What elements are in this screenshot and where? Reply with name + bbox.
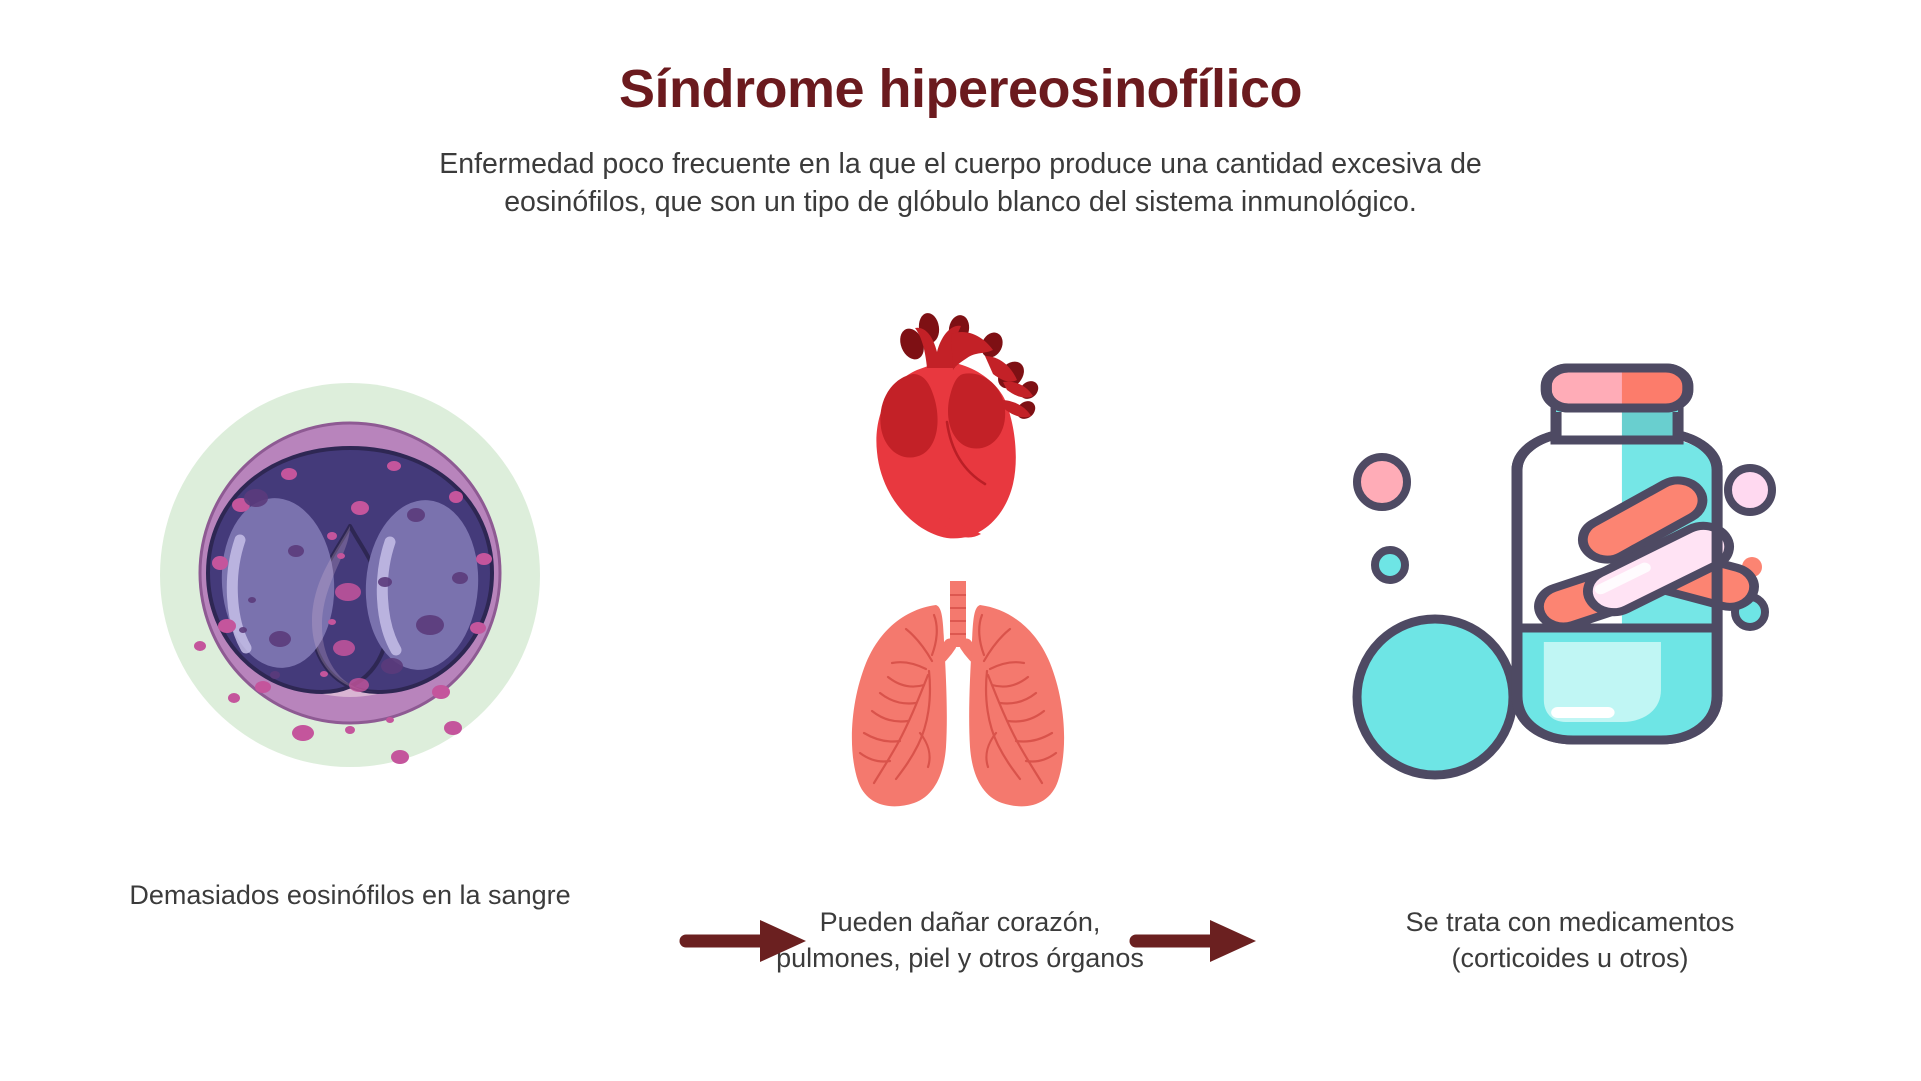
steps-row: Demasiados eosinófilos en la sangre: [0, 313, 1921, 990]
heart-icon: [876, 313, 1039, 539]
step-treatment-caption: Se trata con medicamentos (corticoides u…: [1280, 905, 1860, 977]
bubble-cyan-large: [1352, 614, 1518, 780]
bubble-cyan-left: [1371, 546, 1409, 584]
step-eosinophil-caption: Demasiados eosinófilos en la sangre: [60, 878, 640, 914]
medicine-jar-icon: [1352, 363, 1776, 780]
jar-shine-bottom: [1551, 707, 1615, 718]
jar-lid-tint: [1621, 368, 1688, 408]
header: Síndrome hipereosinofílico Enfermedad po…: [0, 58, 1921, 222]
bubble-pink-right: [1724, 464, 1776, 516]
pill-group: [1534, 476, 1759, 631]
step-eosinophil-caption-line-1: Demasiados eosinófilos en la sangre: [129, 880, 571, 910]
arrow-right-icon-2: [1129, 917, 1260, 965]
step-treatment-caption-line-1: Se trata con medicamentos: [1405, 907, 1735, 937]
step-organs: Pueden dañar corazón, pulmones, piel y o…: [700, 313, 1220, 990]
step-treatment: Se trata con medicamentos (corticoides u…: [1280, 330, 1860, 990]
lungs-icon: [851, 581, 1065, 807]
jar-outline: [1511, 429, 1723, 745]
page-subtitle: Enfermedad poco frecuente en la que el c…: [281, 146, 1641, 222]
bubble-pink-left: [1353, 453, 1411, 511]
arrow-right-icon-1: [679, 917, 810, 965]
page-subtitle-line-1: Enfermedad poco frecuente en la que el c…: [439, 148, 1482, 181]
jar-lid-outline: [1540, 363, 1694, 413]
step-eosinophil-art: [60, 330, 640, 820]
step-organs-caption-line-2: pulmones, piel y otros órganos: [776, 942, 1144, 973]
step-organs-caption: Pueden dañar corazón, pulmones, piel y o…: [700, 905, 1220, 977]
eosinophil-cell-icon: [160, 383, 540, 767]
jar-liquid-highlight: [1543, 642, 1661, 722]
step-organs-art: [700, 313, 1220, 820]
step-organs-caption-line-1: Pueden dañar corazón,: [819, 907, 1101, 937]
step-treatment-art: [1280, 330, 1860, 820]
page-title: Síndrome hipereosinofílico: [618, 59, 1303, 119]
page-subtitle-line-2: eosinófilos, que son un tipo de glóbulo …: [504, 185, 1417, 218]
step-eosinophil: Demasiados eosinófilos en la sangre: [60, 330, 640, 990]
step-treatment-caption-line-2: (corticoides u otros): [1451, 942, 1689, 973]
